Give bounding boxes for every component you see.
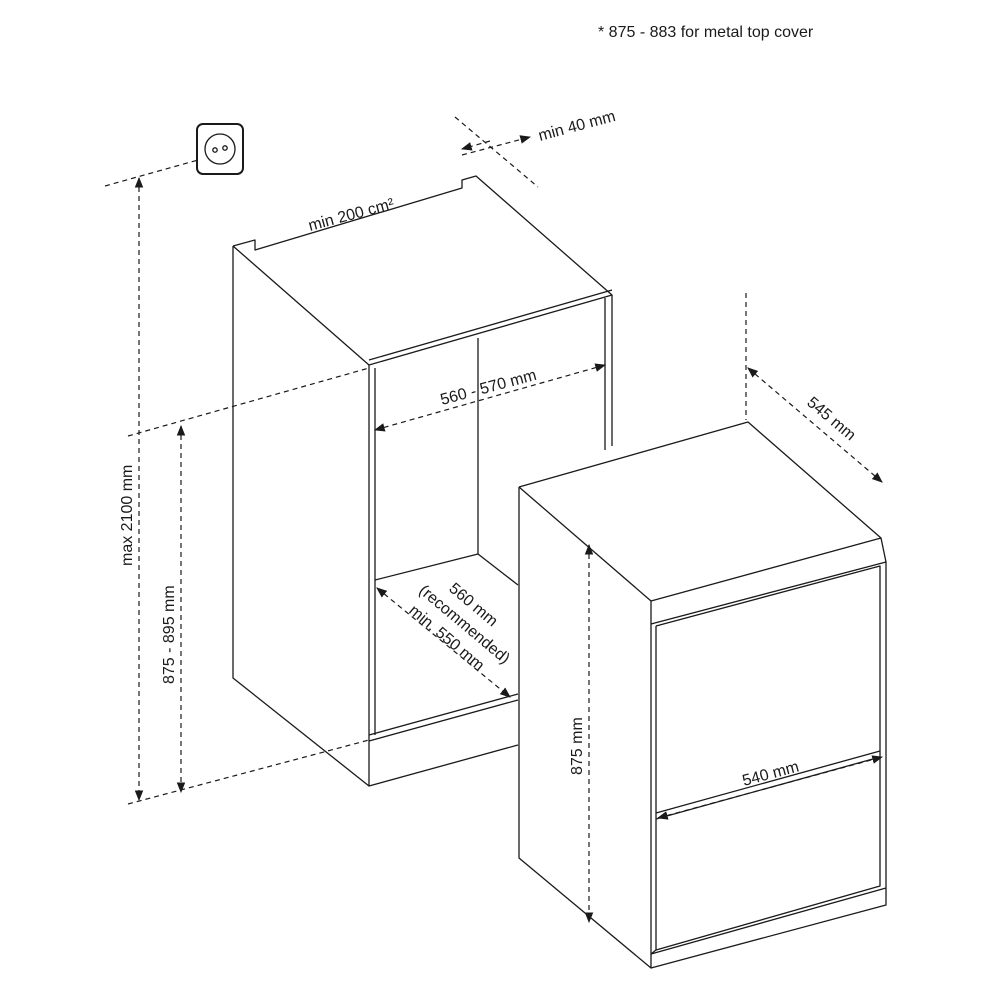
cabinet-outline (232, 175, 613, 787)
power-socket-icon (196, 123, 244, 175)
construction-lines (104, 116, 747, 805)
metal-top-cover-note: * 875 - 883 for metal top cover (598, 24, 814, 41)
appliance-height-label: 875 mm (569, 717, 586, 775)
min-200-label: min 200 cm² (307, 195, 397, 234)
appliance-outline (518, 421, 887, 969)
appliance-depth-label: 545 mm (803, 394, 858, 444)
niche-height-label: 875 - 895 mm (161, 585, 178, 684)
max-height-label: max 2100 mm (119, 465, 136, 566)
min-40-label: min 40 mm (537, 108, 618, 145)
dimension-lines (134, 135, 884, 924)
appliance-width-label: 540 mm (741, 758, 801, 789)
